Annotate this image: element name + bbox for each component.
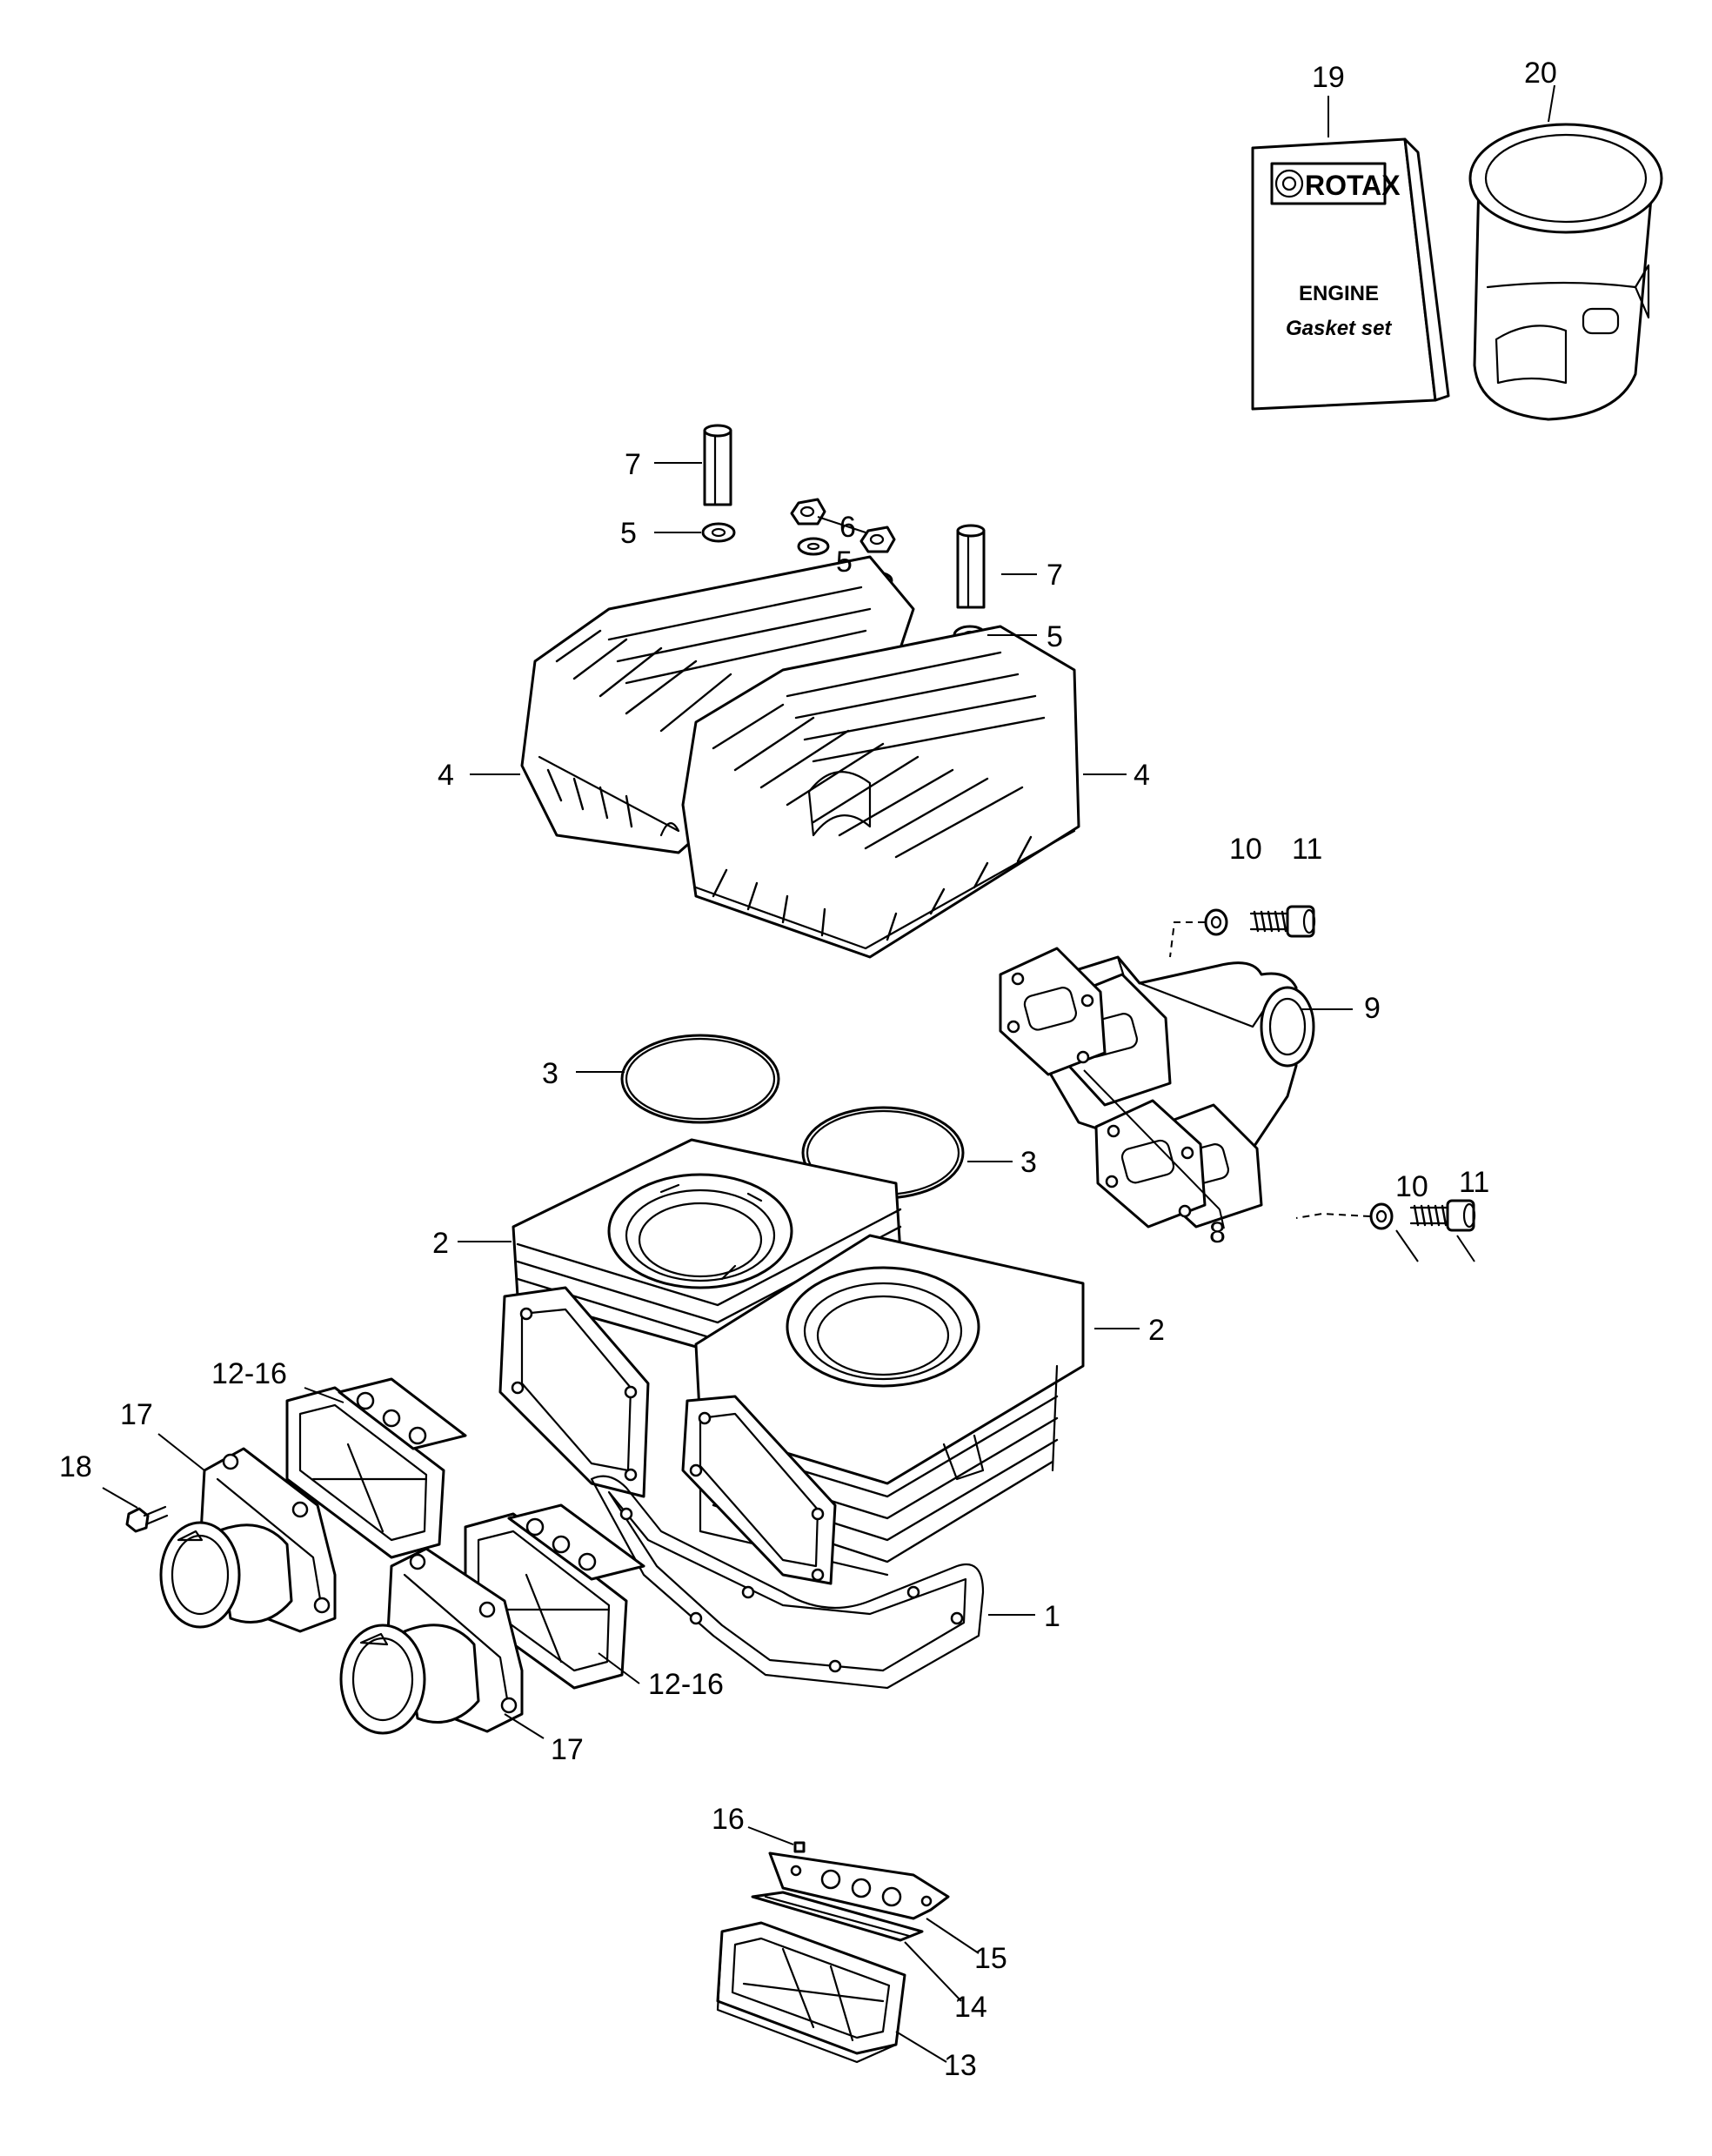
cylinder-head-left bbox=[520, 555, 915, 854]
callout-4: 4 bbox=[438, 759, 454, 792]
callout-5: 5 bbox=[836, 546, 853, 579]
box-line2-text: Gasket set bbox=[1286, 317, 1392, 340]
callout-16: 16 bbox=[712, 1803, 745, 1836]
callout-12-16: 12-16 bbox=[648, 1668, 724, 1701]
callout-5: 5 bbox=[1047, 620, 1063, 653]
callout-18: 18 bbox=[59, 1450, 92, 1483]
callout-13: 13 bbox=[944, 2049, 977, 2082]
reed-petal-part bbox=[751, 1891, 924, 1942]
callout-17: 17 bbox=[120, 1398, 153, 1431]
callout-7: 7 bbox=[1047, 559, 1063, 592]
reed-valve-left bbox=[285, 1377, 467, 1559]
exhaust-gasket-upper bbox=[999, 947, 1107, 1076]
lock-washer-upper bbox=[1204, 908, 1228, 936]
leader-lines bbox=[102, 84, 1555, 2063]
callout-2: 2 bbox=[1148, 1314, 1165, 1347]
reed-screw-small bbox=[793, 1841, 806, 1853]
reed-cage-part bbox=[716, 1921, 906, 2064]
callout-1: 1 bbox=[1044, 1600, 1060, 1633]
callout-7: 7 bbox=[625, 448, 641, 481]
cylinder-sleeve-part bbox=[1468, 123, 1663, 421]
washer-left bbox=[701, 522, 736, 543]
intake-port-left bbox=[498, 1286, 650, 1498]
callout-11: 11 bbox=[1292, 833, 1322, 866]
hex-spacer-right bbox=[956, 524, 986, 609]
oring-left bbox=[620, 1034, 780, 1124]
callout-3: 3 bbox=[542, 1057, 558, 1090]
callout-15: 15 bbox=[974, 1942, 1007, 1975]
callout-3: 3 bbox=[1020, 1146, 1037, 1179]
callout-labels: 19 20 7 5 6 5 7 5 4 4 10 11 9 3 3 10 11 … bbox=[59, 57, 1557, 2082]
bolt-lower bbox=[1409, 1199, 1476, 1232]
intake-port-right bbox=[681, 1395, 837, 1585]
callout-19: 19 bbox=[1312, 61, 1345, 94]
callout-20: 20 bbox=[1524, 57, 1557, 90]
callout-14: 14 bbox=[954, 1991, 987, 2024]
callout-11: 11 bbox=[1459, 1166, 1489, 1199]
callout-4: 4 bbox=[1134, 759, 1150, 792]
cylinder-right bbox=[694, 1234, 1085, 1577]
box-brand-text: ROTAX bbox=[1305, 170, 1401, 201]
box-line1-text: ENGINE bbox=[1299, 282, 1379, 305]
gasket-set-box-part: ROTAX ENGINE Gasket set bbox=[1251, 137, 1450, 411]
bolt-upper bbox=[1249, 905, 1316, 938]
base-gasket-part bbox=[590, 1475, 985, 1690]
callout-10: 10 bbox=[1395, 1170, 1428, 1203]
exhaust-gasket-lower bbox=[1094, 1099, 1207, 1229]
callout-12-16: 12-16 bbox=[211, 1357, 287, 1390]
callout-9: 9 bbox=[1364, 992, 1381, 1025]
flange-bolt bbox=[125, 1505, 169, 1533]
callout-17: 17 bbox=[551, 1733, 584, 1766]
cylinder-head-right bbox=[681, 625, 1080, 959]
callout-8: 8 bbox=[1209, 1216, 1226, 1249]
callout-6: 6 bbox=[839, 511, 856, 544]
callout-5: 5 bbox=[620, 517, 637, 550]
reed-stop-part bbox=[768, 1851, 950, 1920]
intake-flange-right bbox=[339, 1547, 524, 1735]
callout-10: 10 bbox=[1229, 833, 1262, 866]
callout-2: 2 bbox=[432, 1227, 449, 1260]
hex-spacer-left bbox=[703, 424, 732, 506]
intake-flange-left bbox=[159, 1447, 337, 1633]
lock-washer-lower bbox=[1369, 1202, 1394, 1230]
